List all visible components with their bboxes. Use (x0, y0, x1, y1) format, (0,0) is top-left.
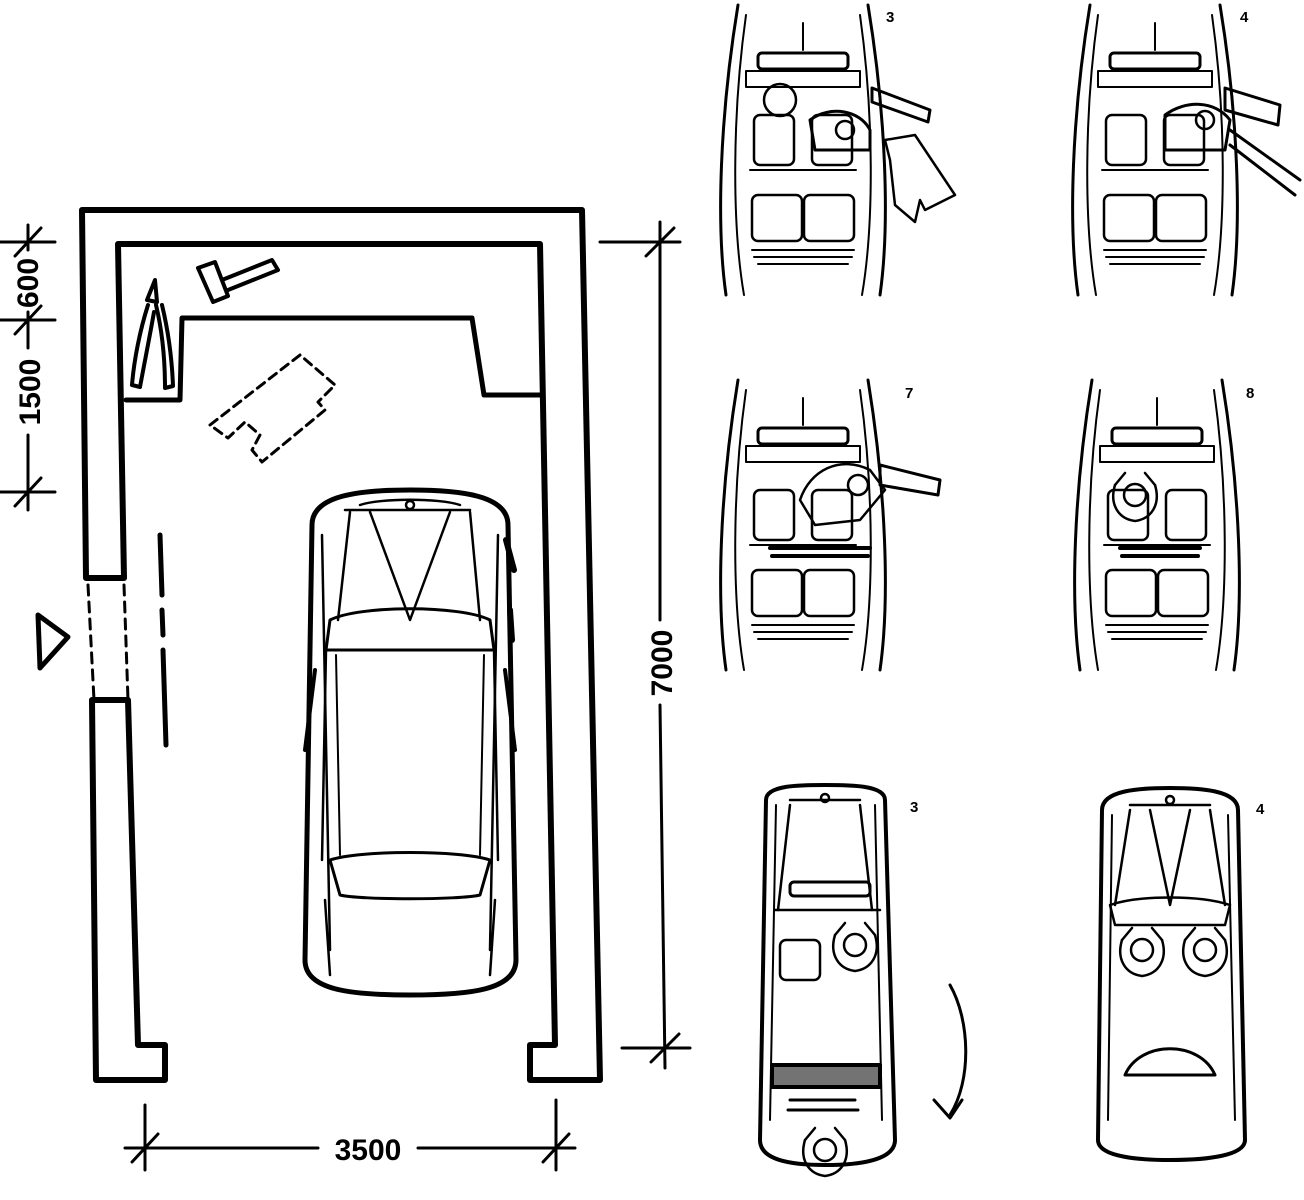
dashed-object (208, 353, 337, 464)
dimension-lines (0, 220, 692, 1172)
panel-two-occupants: 4 (1096, 786, 1265, 1162)
rear-zone-dimension-label: 1500 (14, 359, 47, 426)
panel-label: 3 (910, 799, 918, 816)
panel-exit-driver-door: 3 (719, 3, 957, 297)
garage-car (302, 487, 519, 998)
pliers-icon (130, 278, 175, 390)
panel-label: 7 (905, 385, 913, 402)
panel-label: 8 (1246, 385, 1254, 402)
entry-arrow-icon (35, 612, 71, 671)
garage-walls (79, 207, 603, 1083)
rear-gap-dimension-label: 600 (12, 258, 45, 308)
panel-person-leaning: 7 (719, 378, 942, 672)
width-dimension-label: 3500 (335, 1134, 402, 1167)
panel-label: 4 (1256, 801, 1265, 818)
panel-driver-seated: 8 (1073, 378, 1254, 672)
door-leaf (157, 532, 169, 748)
panel-door-open: 4 (1071, 3, 1302, 297)
length-dimension-label: 7000 (646, 630, 679, 697)
panel-rear-loading: 3 (758, 783, 968, 1178)
hammer-icon (196, 258, 280, 304)
panel-label: 3 (886, 9, 894, 26)
door-opening (86, 583, 130, 702)
panel-label: 4 (1240, 9, 1249, 26)
